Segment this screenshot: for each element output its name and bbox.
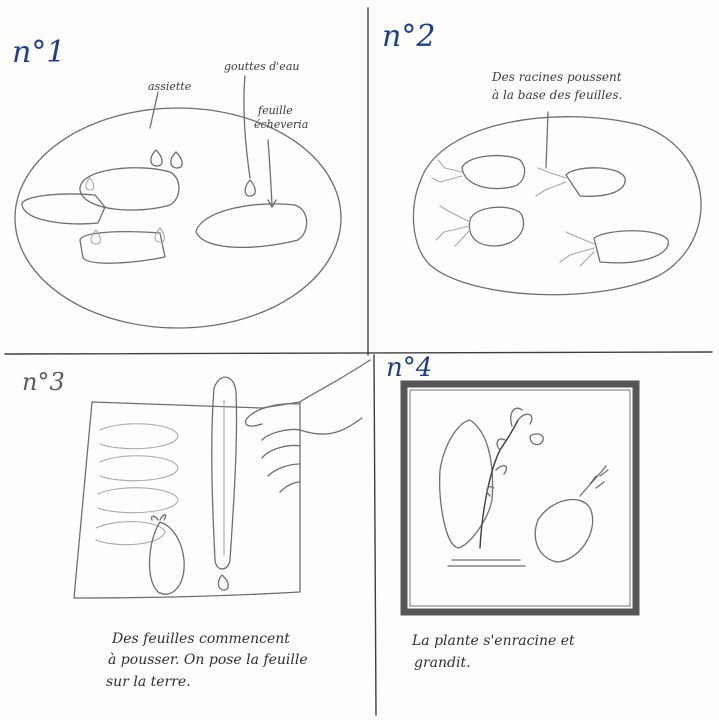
faded-leaf-1 — [100, 424, 178, 449]
panel-2-caption-line2: à la base des feuilles. — [492, 88, 622, 103]
leaf-1 — [80, 168, 179, 210]
panel-4-number: n°4 — [386, 355, 432, 381]
label-water-drops: gouttes d'eau — [224, 60, 299, 74]
soil-lines — [448, 560, 525, 566]
panel-2-caption-line1: Des racines poussent — [492, 70, 622, 85]
plate-outline — [15, 108, 341, 328]
soil-sheet — [74, 402, 300, 598]
drop-3 — [245, 180, 255, 196]
plate-outline-2 — [413, 117, 701, 295]
frame-inner — [410, 390, 630, 606]
panel-3-caption-line2: à pousser. On pose la feuille — [108, 651, 308, 670]
divider-bottom-vertical — [374, 355, 376, 715]
top-leaflet — [530, 434, 543, 445]
sprouting-leaf — [150, 522, 185, 594]
drop-p3 — [218, 575, 228, 590]
panel-1-number: n°1 — [12, 38, 65, 68]
leaf-2-4 — [594, 231, 668, 263]
drop-1 — [151, 150, 162, 166]
leaf-2-2 — [566, 168, 625, 196]
small-leaf — [535, 499, 592, 562]
panel-3-caption-line1: Des feuilles commencent — [112, 630, 290, 649]
roots-1 — [432, 160, 462, 182]
roots-2 — [536, 168, 566, 196]
faded-leaf-3 — [98, 488, 178, 513]
drops-pointer — [244, 76, 250, 178]
leaf-pointer — [268, 140, 272, 205]
divider-horizontal — [5, 352, 712, 354]
panel-3-number: n°3 — [22, 370, 65, 394]
small-sprout — [580, 466, 608, 496]
panel-2-number: n°2 — [382, 22, 435, 52]
leaf-3 — [80, 232, 165, 264]
panel-3-caption-line3: sur la terre. — [106, 673, 191, 692]
leaf-2 — [22, 194, 105, 224]
leaf-4 — [196, 204, 307, 247]
panel-4-caption-line2: grandit. — [414, 654, 471, 673]
roots-4 — [560, 232, 594, 266]
panel-3-drawing — [74, 360, 370, 598]
stem-leaves — [487, 408, 532, 496]
drop-6 — [86, 178, 94, 190]
sprout — [151, 515, 165, 520]
roots-pointer — [546, 112, 548, 168]
faded-leaf-2 — [100, 456, 178, 481]
label-plate: assiette — [148, 80, 191, 94]
hand-outline — [246, 360, 370, 492]
leaf-2-3 — [469, 207, 523, 246]
drop-2 — [171, 152, 182, 168]
panel-4-drawing — [404, 384, 636, 612]
label-leaf-2: écheveria — [254, 118, 308, 132]
hand-wrist — [300, 418, 362, 434]
big-leaf — [440, 420, 493, 548]
panel-2-drawing — [413, 112, 701, 295]
leaf-2-1 — [462, 156, 525, 189]
panel-4-caption-line1: La plante s'enracine et — [412, 632, 575, 651]
label-leaf-1: feuille — [258, 104, 293, 118]
drop-4 — [91, 230, 100, 244]
roots-3 — [436, 206, 470, 246]
